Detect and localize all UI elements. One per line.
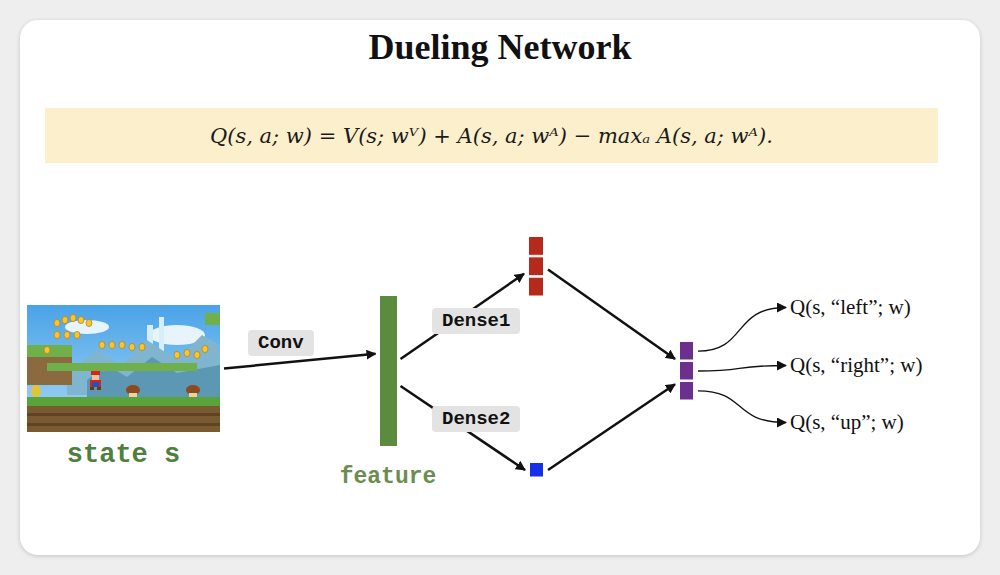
edge-label: Dense1 <box>432 308 520 334</box>
coin <box>174 351 180 358</box>
coin <box>62 316 68 323</box>
advantage-vector <box>528 236 544 297</box>
connector-arrow <box>698 308 786 352</box>
connector-arrow <box>401 274 525 359</box>
node-text: Q(s, “left”; w) <box>790 295 911 320</box>
card-background <box>20 20 980 555</box>
formula-box: Q(s, a; w) = V(s; wⱽ) + A(s, a; wᴬ) − ma… <box>45 108 938 163</box>
coin <box>129 343 135 350</box>
coin <box>44 346 50 353</box>
node-text: Q(s, a; w) = V(s; wⱽ) + A(s, a; wᴬ) − ma… <box>210 124 773 148</box>
connector-arrow <box>548 270 675 359</box>
vector-cell <box>680 382 694 401</box>
vector-cell <box>529 277 544 296</box>
coin <box>70 314 76 321</box>
coin <box>78 316 84 323</box>
connector-arrow <box>698 391 786 423</box>
q-output: Q(s, “right”; w) <box>790 353 922 378</box>
coin <box>74 331 80 338</box>
edge-label: Conv <box>248 330 314 356</box>
coin <box>109 341 115 348</box>
coin <box>139 343 145 350</box>
coin <box>54 331 60 338</box>
edge-label: Dense2 <box>432 406 520 432</box>
node-text: Q(s, “up”; w) <box>790 410 904 435</box>
coin <box>202 345 208 352</box>
coin <box>119 341 125 348</box>
state-image: state s <box>27 305 220 470</box>
q-vector <box>679 341 694 401</box>
node-text: state s <box>27 440 220 470</box>
vector-cell <box>680 342 694 361</box>
connector-arrow <box>698 366 786 372</box>
value-scalar <box>529 462 544 478</box>
vector-cell <box>529 237 544 256</box>
node-text: Q(s, “right”; w) <box>790 353 922 378</box>
vector-blocks <box>679 341 694 401</box>
vector-blocks <box>528 236 544 297</box>
q-output: Q(s, “up”; w) <box>790 410 904 435</box>
vector-blocks <box>529 462 544 478</box>
q-output: Q(s, “left”; w) <box>790 295 911 320</box>
feature-vector: feature <box>328 296 448 490</box>
connector-arrow <box>548 384 675 470</box>
coin <box>86 319 92 326</box>
coin <box>64 331 70 338</box>
coin <box>54 319 60 326</box>
vector-cell <box>680 362 694 381</box>
feature-bar <box>380 296 397 446</box>
vector-cell <box>530 463 544 478</box>
connector-arrow <box>401 386 526 470</box>
diagram-title: Dueling Network <box>0 26 1000 68</box>
coin <box>99 341 105 348</box>
vector-cell <box>529 257 544 276</box>
coin <box>194 351 200 358</box>
game-screenshot <box>27 305 220 432</box>
coin <box>184 349 190 356</box>
node-text: feature <box>328 464 448 490</box>
